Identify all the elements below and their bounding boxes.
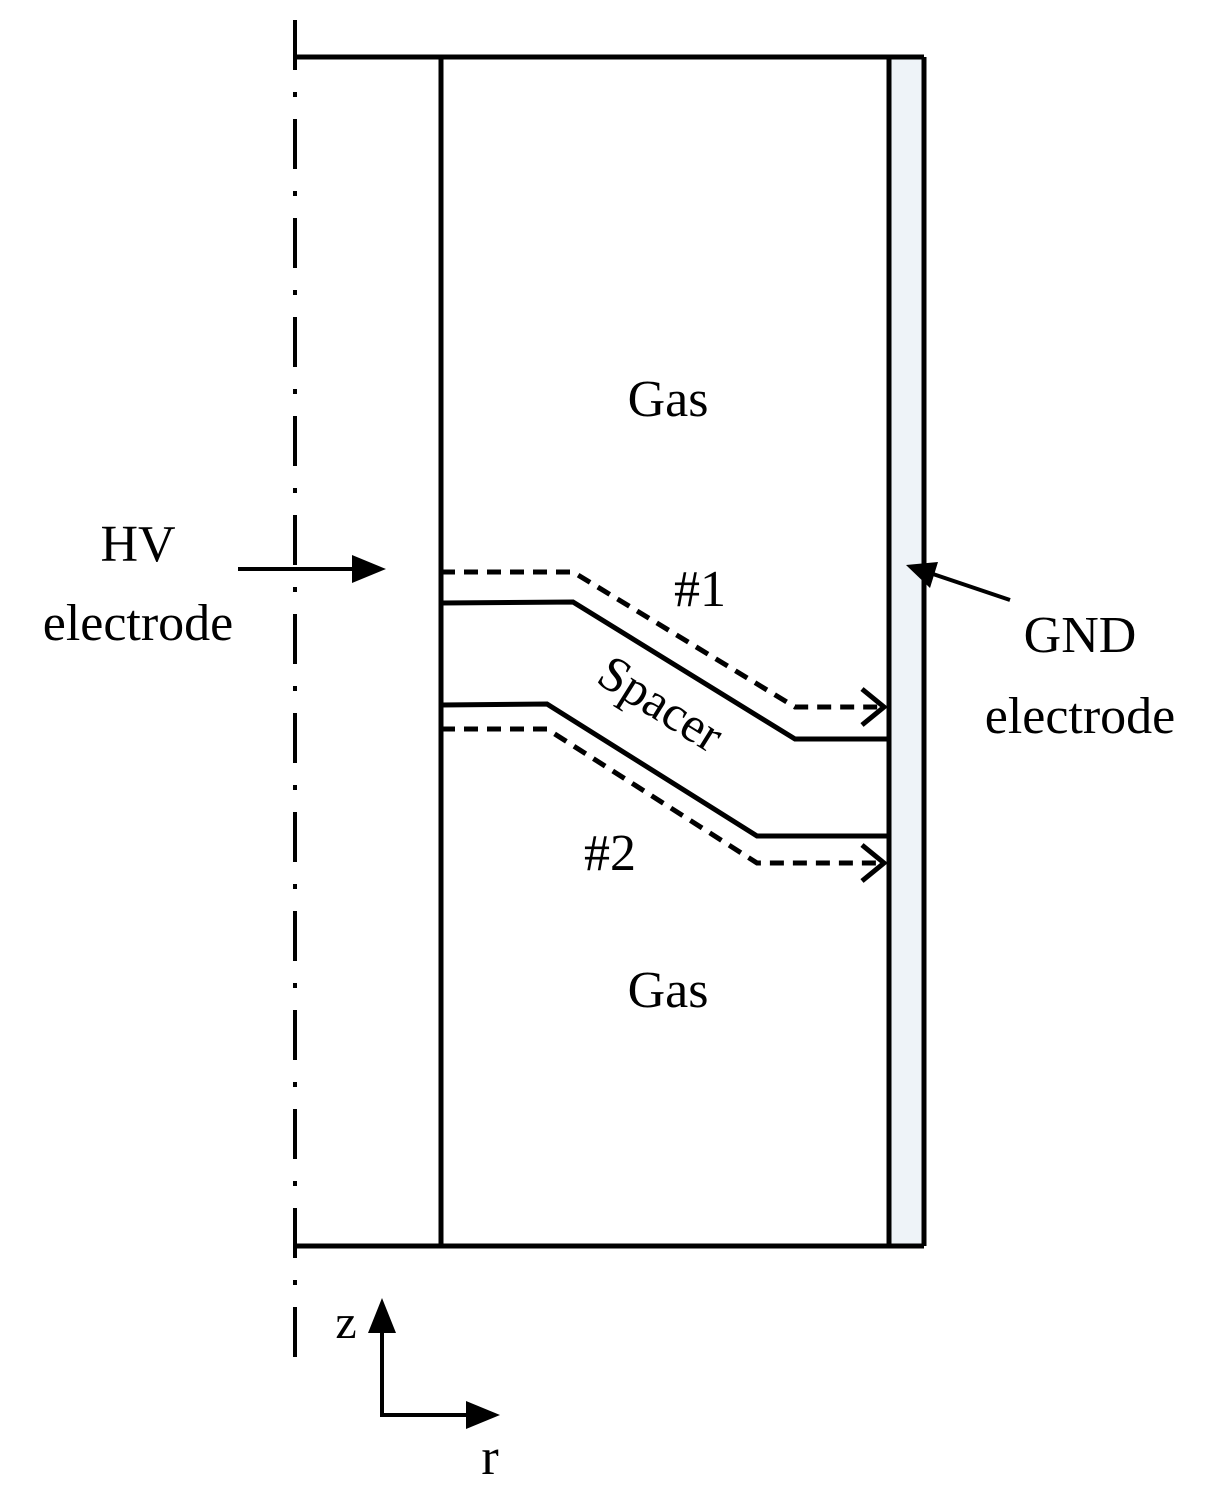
r-axis-arrowhead [466, 1401, 500, 1429]
hv-electrode-label-line2: electrode [43, 595, 234, 652]
gas-label-top: Gas [628, 371, 709, 428]
spacer-upper-surface [440, 599, 889, 742]
gas-label-bottom: Gas [628, 962, 709, 1019]
z-axis-label: z [335, 1296, 356, 1349]
gnd-electrode-label-line2: electrode [985, 688, 1176, 745]
creepage-path-2-arrowhead [860, 843, 888, 883]
spacer-lower-surface [440, 701, 889, 839]
path-1-label: #1 [674, 561, 726, 618]
gnd-electrode-arrowhead [906, 562, 938, 588]
creepage-path-2 [441, 726, 878, 866]
path-2-label: #2 [584, 825, 636, 882]
creepage-path-1-arrowhead [860, 687, 888, 727]
gnd-electrode-arrow [929, 571, 1011, 602]
gnd-electrode-label-line1: GND [1024, 607, 1137, 664]
hv-electrode-label-line1: HV [100, 516, 175, 573]
r-axis-label: r [481, 1429, 498, 1486]
creepage-path-1 [441, 569, 878, 710]
gnd-electrode-body [889, 57, 924, 1246]
hv-electrode-arrowhead [352, 555, 386, 583]
z-axis-arrowhead [368, 1298, 396, 1333]
